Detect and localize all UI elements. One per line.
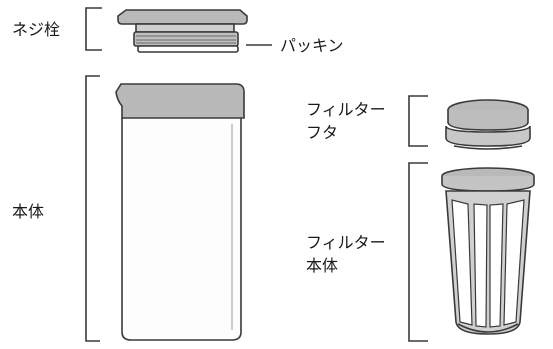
label-filter-lid-line2: フタ (306, 123, 339, 142)
label-filter-body-line1: フィルター (306, 233, 386, 252)
label-body: 本体 (12, 202, 45, 221)
bracket-filter-lid (408, 95, 428, 147)
filter-body-illustration (441, 167, 535, 335)
screw-cap-illustration (117, 9, 248, 53)
bracket-filter-body (408, 162, 428, 342)
label-screw-cap: ネジ栓 (12, 20, 61, 39)
label-filter-lid-line1: フィルター (306, 100, 386, 119)
filter-lid-illustration (445, 99, 531, 150)
label-packing: パッキン (280, 36, 344, 55)
bracket-body (85, 75, 100, 342)
pitcher-body-illustration (115, 83, 245, 341)
label-filter-body-line2: 本体 (306, 256, 339, 275)
bracket-cap (85, 7, 102, 51)
